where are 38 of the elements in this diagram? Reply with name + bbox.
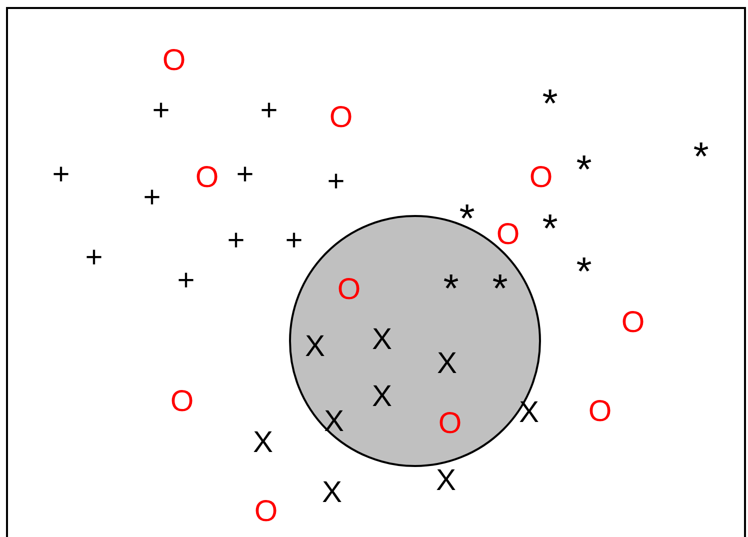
point-marker: O bbox=[496, 220, 520, 250]
point-marker: O bbox=[329, 103, 353, 133]
point-marker: O bbox=[337, 275, 361, 305]
point-marker: O bbox=[170, 387, 194, 417]
point-marker: X bbox=[372, 382, 392, 412]
point-marker: + bbox=[85, 243, 103, 273]
point-marker: X bbox=[436, 466, 456, 496]
point-marker: * bbox=[576, 150, 592, 190]
point-marker: O bbox=[254, 497, 278, 527]
point-marker: O bbox=[529, 163, 553, 193]
point-marker: * bbox=[492, 269, 508, 309]
point-marker: * bbox=[576, 252, 592, 292]
point-marker: X bbox=[322, 478, 342, 508]
point-marker: + bbox=[177, 266, 195, 296]
point-marker: O bbox=[621, 308, 645, 338]
point-marker: * bbox=[693, 137, 709, 177]
point-marker: O bbox=[588, 397, 612, 427]
point-marker: + bbox=[236, 160, 254, 190]
point-marker: + bbox=[143, 183, 161, 213]
point-marker: * bbox=[542, 84, 558, 124]
point-marker: * bbox=[459, 199, 475, 239]
point-marker: * bbox=[542, 209, 558, 249]
point-marker: O bbox=[195, 163, 219, 193]
point-marker: X bbox=[437, 349, 457, 379]
point-marker: + bbox=[152, 96, 170, 126]
point-marker: + bbox=[227, 226, 245, 256]
point-marker: X bbox=[519, 398, 539, 428]
point-marker: + bbox=[52, 160, 70, 190]
point-marker: X bbox=[372, 325, 392, 355]
point-marker: X bbox=[324, 407, 344, 437]
point-marker: X bbox=[305, 332, 325, 362]
point-marker: * bbox=[443, 269, 459, 309]
point-marker: + bbox=[285, 226, 303, 256]
point-marker: O bbox=[162, 46, 186, 76]
point-marker: X bbox=[253, 428, 273, 458]
point-marker: + bbox=[260, 96, 278, 126]
point-marker: + bbox=[327, 167, 345, 197]
point-marker: O bbox=[438, 409, 462, 439]
